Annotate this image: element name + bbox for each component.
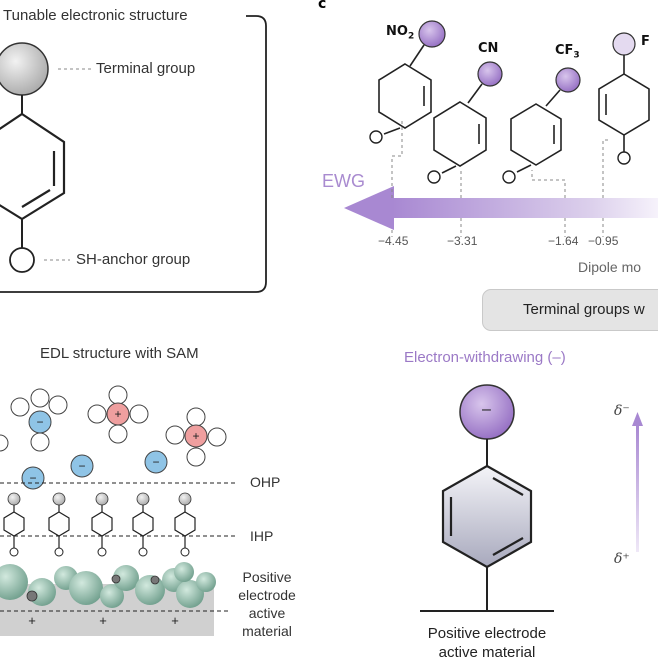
- group-label-cn: CN: [478, 41, 499, 56]
- ohp-label: OHP: [250, 474, 281, 490]
- electrode-particles: [0, 562, 216, 636]
- dipole-value-no2: −4.45: [378, 234, 409, 248]
- dipole-value-cn: −3.31: [447, 234, 478, 248]
- terminal-group-label: Terminal group: [96, 60, 196, 77]
- molecule-no2: [369, 20, 446, 198]
- dipole-value-f: −0.95: [588, 234, 619, 248]
- dipole-value-cf3: −1.64: [548, 234, 579, 248]
- solvated-ions: − + + − − −: [0, 385, 227, 490]
- electrode-charges: + + +: [28, 613, 179, 628]
- svg-text:−: −: [78, 459, 85, 473]
- molecule-cn: [427, 61, 503, 198]
- structure-title: Tunable electronic structure: [3, 7, 188, 24]
- panel-label-c: c: [318, 0, 327, 12]
- svg-text:+: +: [99, 613, 107, 628]
- terminal-groups-pill-text: Terminal groups w: [523, 301, 645, 318]
- svg-text:−: −: [29, 471, 36, 485]
- terminal-charge-minus: –: [482, 401, 491, 418]
- group-label-no2: NO2: [386, 24, 415, 42]
- molecule-f: [598, 32, 650, 198]
- svg-text:+: +: [28, 613, 36, 628]
- ewg-arrow: [344, 186, 658, 230]
- anchor-group-label: SH-anchor group: [76, 251, 191, 268]
- ihp-label: IHP: [250, 528, 274, 544]
- benzene-ring-large: [0, 112, 66, 221]
- group-label-cf3: CF3: [555, 43, 580, 61]
- electron-withdrawing-title: Electron-withdrawing (–): [404, 349, 566, 366]
- ewg-label: EWG: [322, 171, 365, 191]
- svg-text:+: +: [114, 407, 121, 421]
- svg-text:+: +: [192, 429, 199, 443]
- svg-text:+: +: [171, 613, 179, 628]
- edl-title: EDL structure with SAM: [40, 345, 199, 362]
- delta-plus-label: δ⁺: [614, 551, 630, 567]
- edl-electrode-label: Positive electrode active material: [238, 569, 296, 639]
- group-label-f: F: [641, 34, 650, 49]
- anchor-group-sphere: [9, 247, 35, 273]
- structure-box: [0, 15, 267, 293]
- delta-minus-label: δ⁻: [614, 403, 630, 419]
- terminal-group-sphere: [0, 42, 49, 96]
- svg-text:−: −: [152, 455, 159, 469]
- benzene-ring-charged: [441, 464, 533, 569]
- svg-text:−: −: [36, 415, 43, 429]
- dipole-axis-label: Dipole mo: [578, 259, 642, 275]
- br-electrode-label: Positive electrode active material: [427, 625, 547, 661]
- molecule-cf3: [502, 67, 581, 198]
- terminal-groups-pill: Terminal groups w: [482, 289, 658, 331]
- dipole-arrow: [632, 412, 643, 552]
- sam-layer: [3, 492, 196, 557]
